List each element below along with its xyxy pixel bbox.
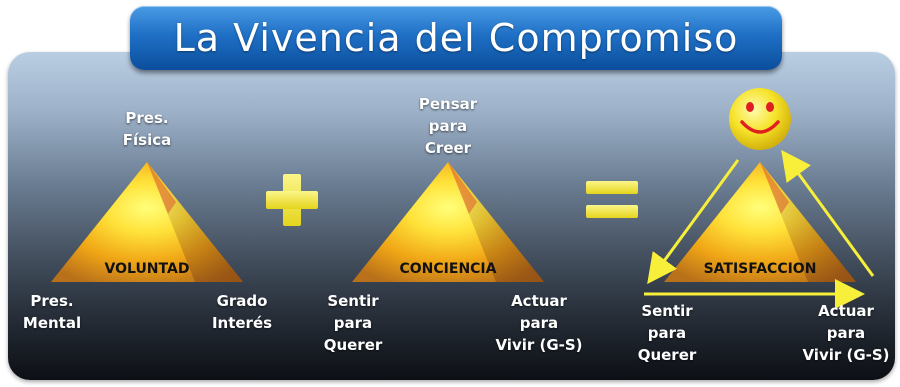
- conciencia-right-line-1: Actuar: [511, 292, 567, 310]
- satisfaccion-left-line-2: para: [647, 324, 687, 342]
- voluntad-left-line-1: Pres.: [30, 292, 74, 310]
- voluntad-top-line-2: Física: [122, 131, 172, 149]
- equals-icon: [586, 181, 638, 218]
- conciencia-right-line-2: para: [519, 314, 559, 332]
- satisfaccion-label: SATISFACCION: [703, 261, 817, 277]
- arrow-up-left: [781, 149, 875, 277]
- arrow-down-left: [647, 159, 740, 285]
- satisfaccion-left-line-1: Sentir: [641, 302, 693, 320]
- voluntad-top-line-1: Pres.: [125, 109, 169, 127]
- conciencia-label: CONCIENCIA: [399, 261, 497, 277]
- voluntad-triangle: [51, 162, 243, 282]
- plus-icon: [266, 174, 318, 226]
- satisfaccion-right-line-1: Actuar: [818, 302, 874, 320]
- voluntad-right-label: Grado Interés: [207, 290, 277, 334]
- voluntad-right-line-1: Grado: [216, 292, 268, 310]
- conciencia-triangle: [352, 162, 544, 282]
- conciencia-top-line-3: Creer: [424, 139, 472, 157]
- smiley-face-icon: [729, 88, 791, 150]
- conciencia-right-label: Actuar para Vivir (G-S): [487, 290, 591, 356]
- conciencia-left-line-3: Querer: [323, 336, 383, 354]
- voluntad-left-line-2: Mental: [22, 314, 82, 332]
- conciencia-left-line-2: para: [333, 314, 373, 332]
- conciencia-left-label: Sentir para Querer: [320, 290, 386, 356]
- conciencia-top-label: Pensar para Creer: [408, 93, 488, 159]
- page-title: La Vivencia del Compromiso: [130, 6, 782, 70]
- conciencia-right-line-3: Vivir (G-S): [495, 336, 583, 354]
- voluntad-left-label: Pres. Mental: [22, 290, 82, 334]
- conciencia-top-line-1: Pensar: [418, 95, 478, 113]
- conciencia-left-line-1: Sentir: [327, 292, 379, 310]
- satisfaccion-triangle: [664, 162, 856, 282]
- title-text: La Vivencia del Compromiso: [173, 16, 739, 60]
- satisfaccion-right-line-2: para: [826, 324, 866, 342]
- satisfaccion-right-label: Actuar para Vivir (G-S): [796, 300, 896, 366]
- voluntad-right-line-2: Interés: [211, 314, 273, 332]
- cycle-arrows: [644, 149, 875, 309]
- voluntad-top-label: Pres. Física: [107, 107, 187, 151]
- conciencia-top-line-2: para: [428, 117, 468, 135]
- satisfaccion-left-line-3: Querer: [637, 346, 697, 364]
- satisfaccion-left-label: Sentir para Querer: [634, 300, 700, 366]
- voluntad-label: VOLUNTAD: [104, 261, 190, 277]
- satisfaccion-right-line-3: Vivir (G-S): [802, 346, 890, 364]
